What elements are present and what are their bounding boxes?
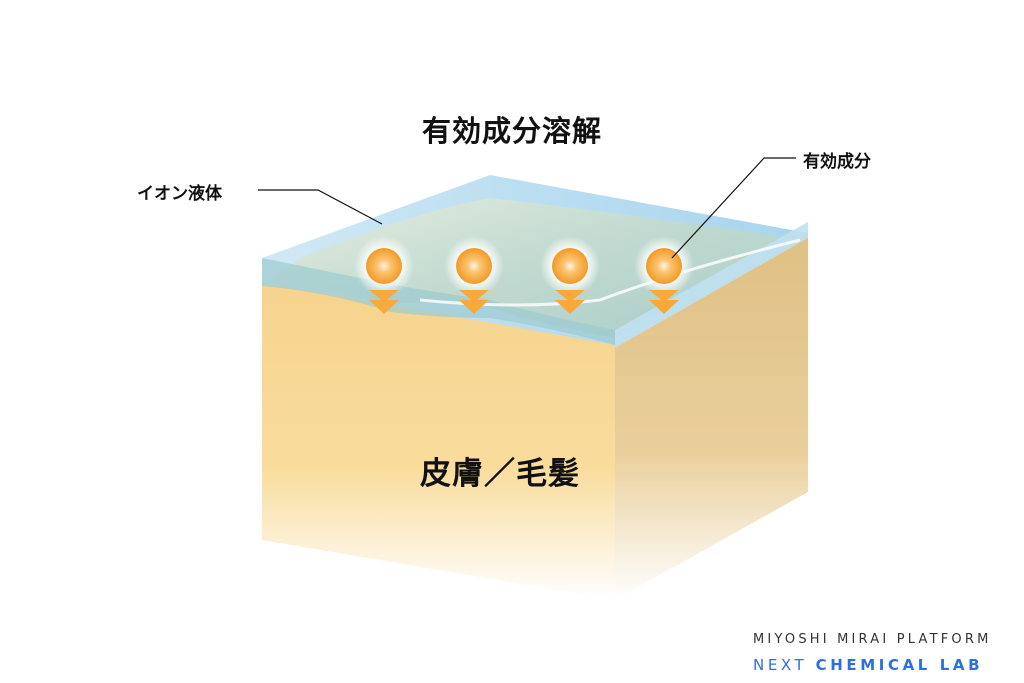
down-arrow-icon [649,290,679,302]
down-arrow-icon [459,300,489,314]
brand-line-1: MIYOSHI MIRAI PLATFORM [753,632,992,647]
brand-line-2: NEXT CHEMICAL LAB [753,656,992,674]
active-ingredient-particle [540,236,600,314]
down-arrow-icon [555,290,585,302]
brand-chemical-lab: CHEMICAL LAB [815,656,984,674]
down-arrow-icon [369,300,399,314]
brand-logo: MIYOSHI MIRAI PLATFORM NEXT CHEMICAL LAB [753,632,992,674]
active-ingredient-leader-line [671,157,796,259]
skin-hair-label: 皮膚／毛髪 [420,456,580,492]
skin-front-face [262,268,615,600]
down-arrow-icon [649,300,679,314]
active-ingredient-particle [444,236,504,314]
down-arrow-icon [459,290,489,302]
diagram-title: 有効成分溶解 [421,114,602,148]
down-arrow-icon [555,300,585,314]
brand-next: NEXT [753,656,808,674]
active-ingredient-label: 有効成分 [803,152,871,172]
active-ingredient-particle [354,236,414,314]
ion-liquid-label: イオン液体 [137,184,222,204]
skin-side-face [615,233,808,600]
down-arrow-icon [369,290,399,302]
ion-liquid-leader-line [258,189,383,225]
liquid-side-band [615,222,808,348]
